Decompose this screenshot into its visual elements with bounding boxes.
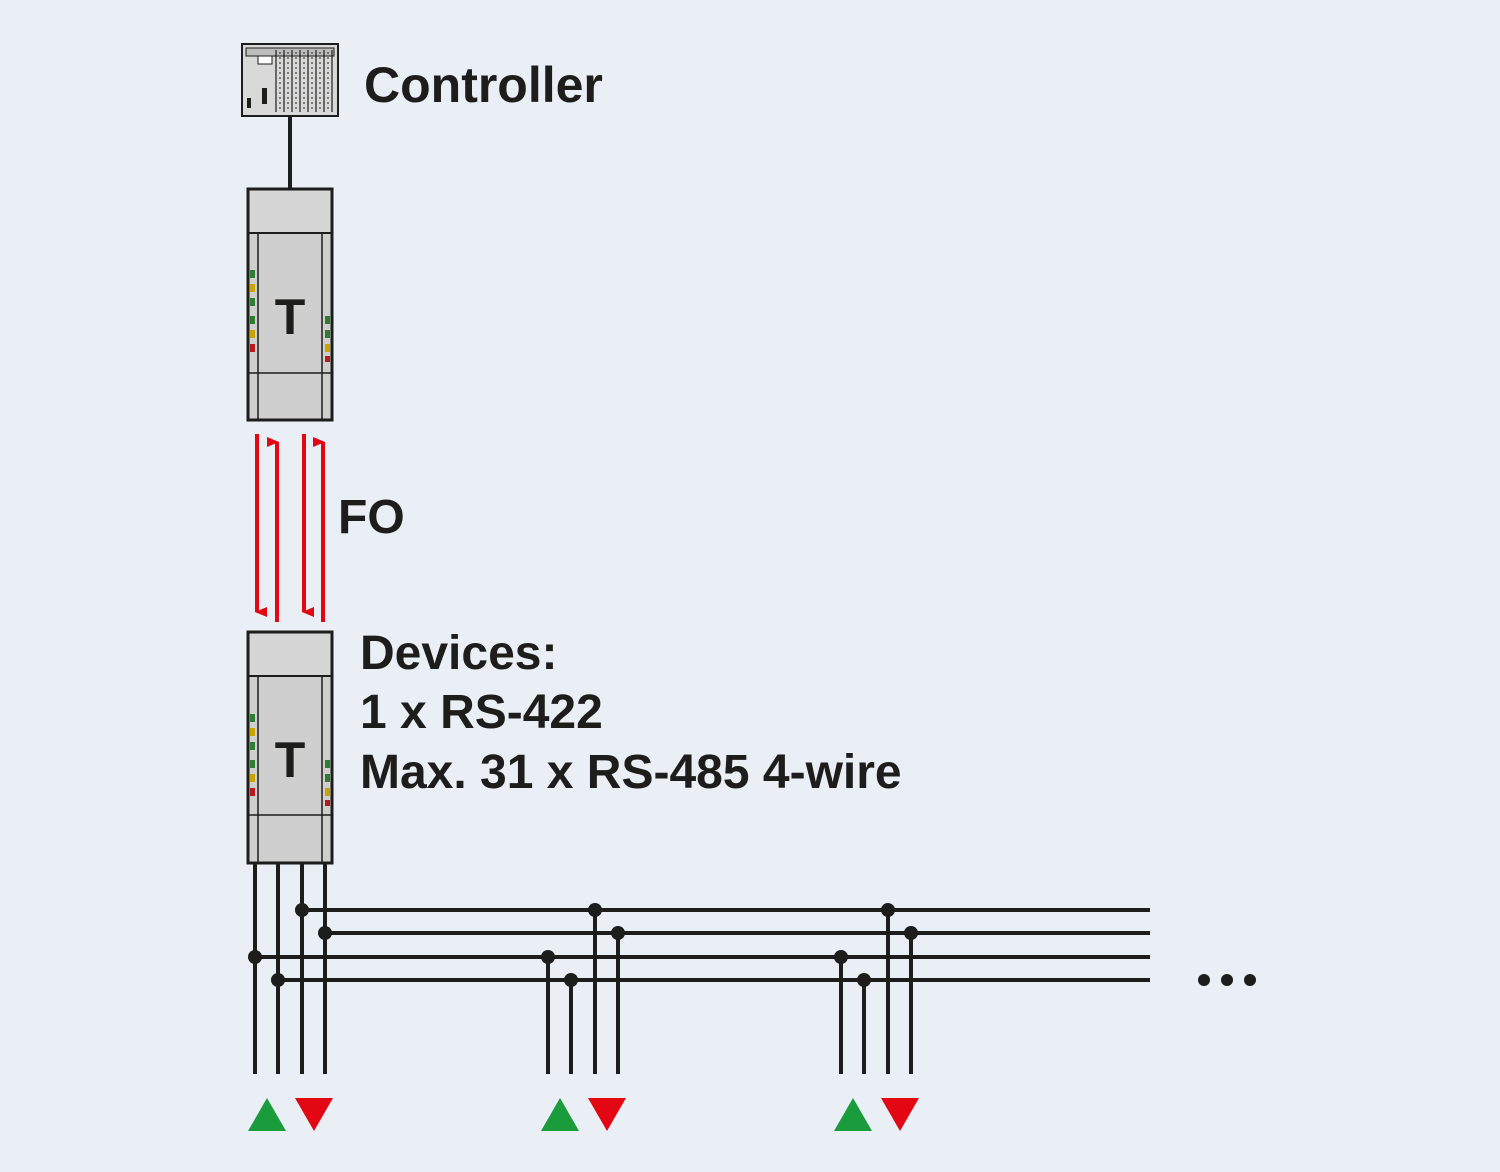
bus-continuation-icon (1198, 974, 1256, 986)
transmit-up-arrow-icon (541, 1098, 579, 1131)
junction-dots (248, 903, 918, 987)
receive-down-arrow-icon (295, 1098, 333, 1131)
device-3-signals (834, 1098, 919, 1131)
receive-down-arrow-icon (881, 1098, 919, 1131)
bus-drop-group-1 (253, 863, 327, 1074)
fiber-optic-link (255, 434, 325, 622)
transmit-up-arrow-icon (834, 1098, 872, 1131)
bus-drop-group-3 (839, 910, 913, 1074)
device-2-signals (541, 1098, 626, 1131)
upper-converter-module: T (246, 187, 334, 422)
device-1-signals (248, 1098, 333, 1131)
upper-module-mark: T (275, 289, 306, 345)
bus-drop-group-2 (546, 910, 620, 1074)
fo-label: FO (338, 491, 405, 544)
plc-controller-icon (241, 43, 339, 117)
lower-converter-module: T (246, 630, 334, 865)
devices-rs485-line: Max. 31 x RS-485 4-wire (360, 746, 902, 799)
transmit-up-arrow-icon (248, 1098, 286, 1131)
lower-module-mark: T (275, 732, 306, 788)
controller-label: Controller (364, 57, 603, 113)
devices-heading: Devices: (360, 627, 558, 680)
rs485-bus (255, 908, 1150, 982)
devices-rs422-line: 1 x RS-422 (360, 686, 603, 739)
receive-down-arrow-icon (588, 1098, 626, 1131)
